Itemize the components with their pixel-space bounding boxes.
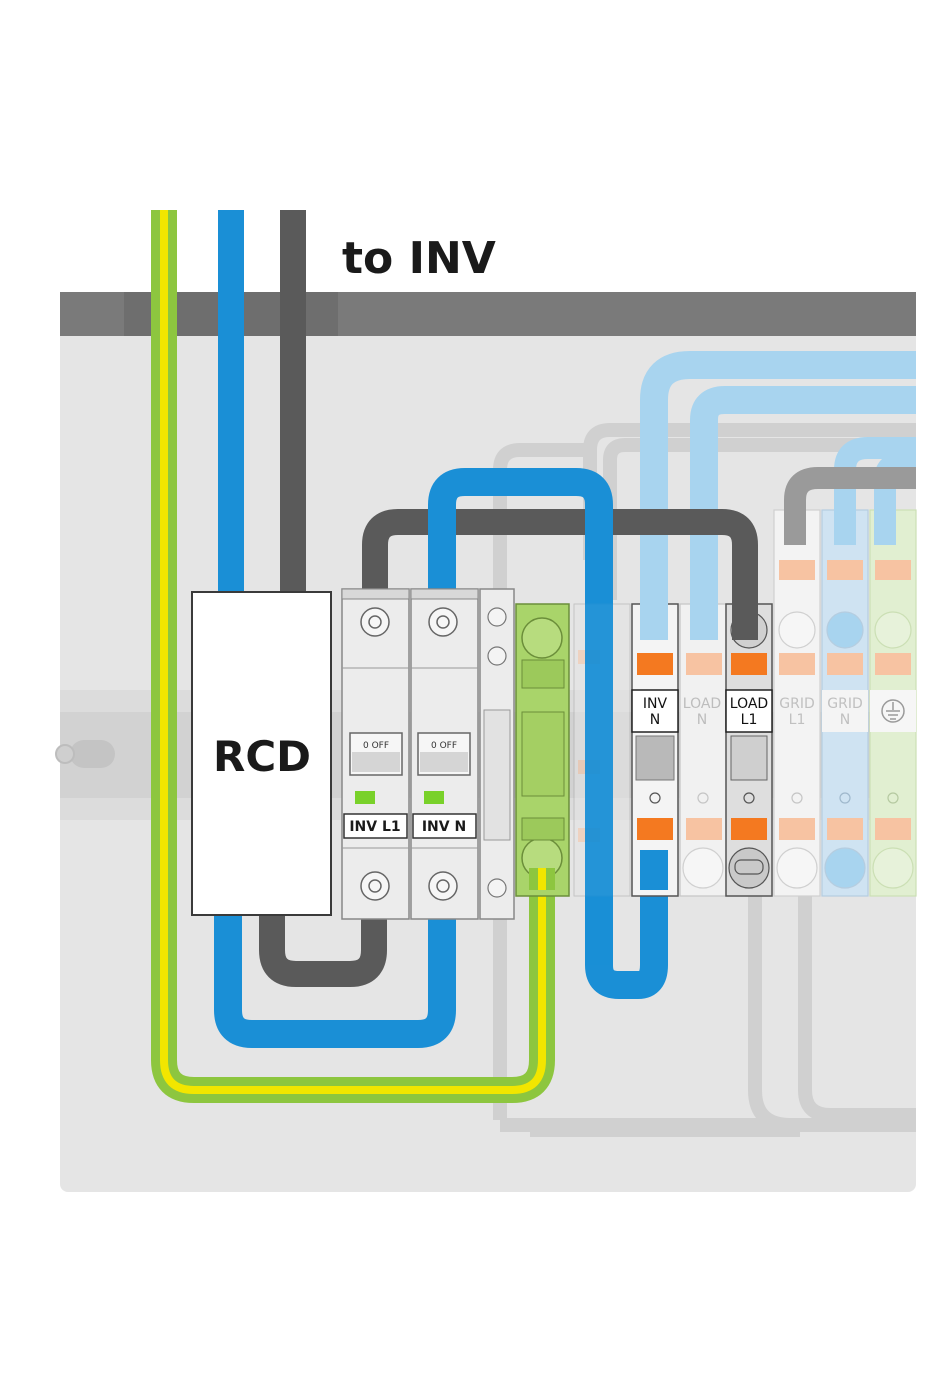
screw-icon [429, 608, 457, 636]
terminal-lever[interactable] [875, 818, 911, 840]
terminal-label-line2: L1 [741, 712, 758, 728]
pe-terminal [516, 604, 569, 896]
breaker-label: INV L1 [349, 819, 400, 835]
din-rail-slot-left [70, 740, 115, 768]
terminal-lever[interactable] [875, 653, 911, 675]
terminal-lever[interactable] [875, 560, 911, 580]
switch-text: 0 OFF [363, 741, 389, 751]
switch-text: 0 OFF [431, 741, 457, 751]
terminal-lever[interactable] [686, 653, 722, 675]
breaker-inv-n: 0 OFF INV N [411, 589, 478, 919]
screw-icon [361, 872, 389, 900]
terminal-label-line1: GRID [779, 696, 815, 712]
terminal-lever[interactable] [637, 818, 673, 840]
terminal-lever[interactable] [731, 818, 767, 840]
status-indicator [355, 791, 375, 804]
terminal-label-line2: N [840, 712, 850, 728]
terminal-block-load-l1: LOAD L1 [726, 604, 772, 896]
terminal-lever[interactable] [779, 653, 815, 675]
screw-icon [429, 872, 457, 900]
breaker-label: INV N [422, 819, 466, 835]
terminal-lever[interactable] [637, 653, 673, 675]
terminal-label-line2: N [697, 712, 707, 728]
din-rail-screw [56, 745, 74, 763]
terminal-block-grid-l1: GRID L1 [774, 510, 820, 896]
breaker-inv-l1: 0 OFF INV L1 [342, 589, 409, 919]
terminal-lever[interactable] [827, 560, 863, 580]
screw-icon [361, 608, 389, 636]
terminal-label-line1: LOAD [683, 696, 721, 712]
terminal-label-line1: LOAD [730, 696, 768, 712]
terminal-lever[interactable] [779, 560, 815, 580]
status-indicator [424, 791, 444, 804]
terminal-lever[interactable] [731, 653, 767, 675]
terminal-block-load-n: LOAD N [680, 604, 726, 896]
terminal-label-line2: L1 [789, 712, 806, 728]
page-title: to INV [342, 233, 496, 284]
terminal-block-pe [870, 510, 916, 896]
terminal-label-line1: INV [643, 696, 668, 712]
terminal-label-line1: GRID [827, 696, 863, 712]
terminal-block-grid-n: GRID N [822, 510, 868, 896]
terminal-lever[interactable] [827, 653, 863, 675]
terminal-lever[interactable] [827, 818, 863, 840]
terminal-label-line2: N [650, 712, 660, 728]
rcd-label: RCD [213, 732, 311, 781]
aux-module [480, 589, 514, 919]
terminal-lever[interactable] [686, 818, 722, 840]
terminal-lever[interactable] [779, 818, 815, 840]
